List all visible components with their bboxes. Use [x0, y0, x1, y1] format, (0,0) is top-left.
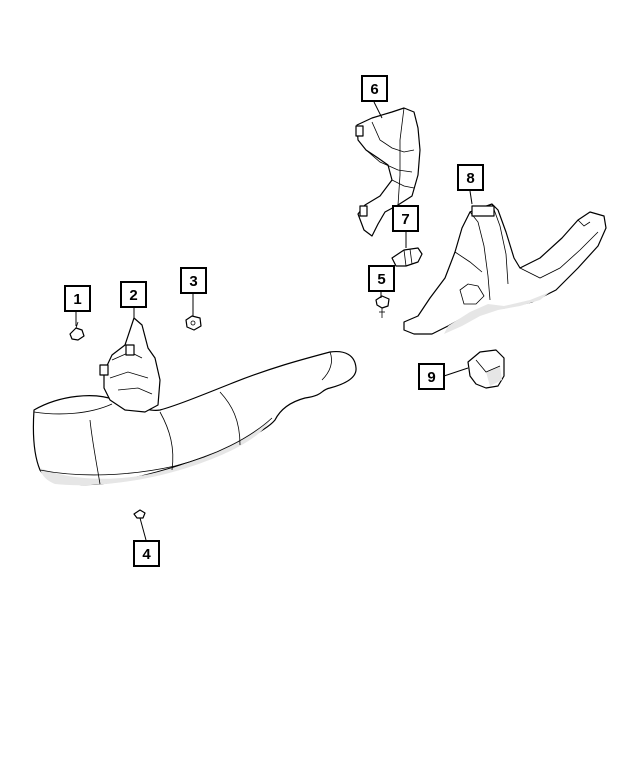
callout-label-7: 7 — [401, 211, 409, 228]
nut-part-3 — [185, 315, 202, 331]
callout-label-2: 2 — [129, 287, 137, 304]
callout-2: 2 — [120, 281, 147, 308]
callout-3: 3 — [180, 267, 207, 294]
callout-6: 6 — [361, 75, 388, 102]
push-pin-part-5 — [375, 295, 390, 318]
end-cap-part-9 — [467, 349, 505, 389]
bracket-part-6 — [355, 107, 421, 237]
clip-part-4 — [133, 509, 146, 519]
callout-label-9: 9 — [427, 369, 435, 386]
callout-label-3: 3 — [189, 273, 197, 290]
callout-label-1: 1 — [73, 291, 81, 308]
callout-8: 8 — [457, 164, 484, 191]
callout-label-5: 5 — [377, 271, 385, 288]
sill-plate-part — [32, 317, 357, 486]
trim-panel-part-8 — [403, 203, 607, 335]
clip-part-1 — [69, 321, 85, 341]
callout-label-8: 8 — [466, 170, 474, 187]
callout-label-4: 4 — [142, 546, 151, 563]
callout-label-6: 6 — [370, 81, 378, 98]
callout-7: 7 — [392, 205, 419, 232]
callout-9: 9 — [418, 363, 445, 390]
callout-5: 5 — [368, 265, 395, 292]
callout-4: 4 — [133, 540, 160, 567]
connector-part-7 — [391, 247, 423, 267]
callout-1: 1 — [64, 285, 91, 312]
